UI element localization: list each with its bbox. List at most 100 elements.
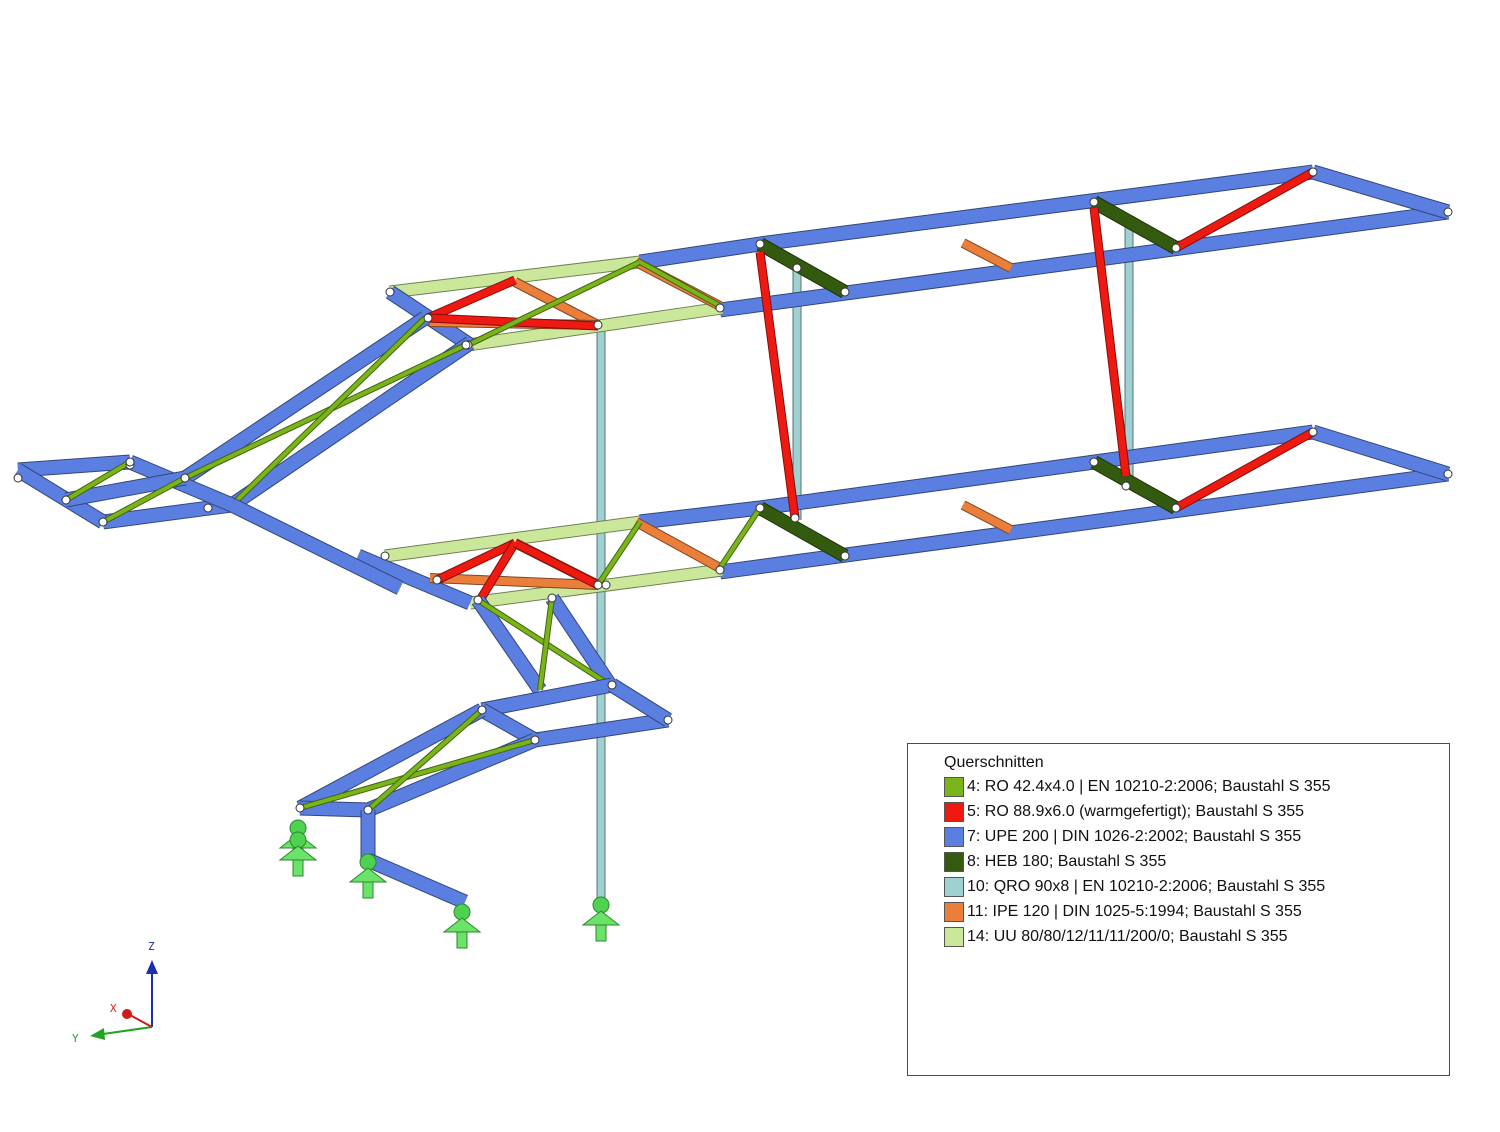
legend-swatch <box>944 876 964 897</box>
node <box>477 705 487 715</box>
member-upe <box>719 467 1449 579</box>
legend-item: 11: IPE 120 | DIN 1025-5:1994; Baustahl … <box>944 899 1331 924</box>
legend-item: 5: RO 88.9x6.0 (warmgefertigt); Baustahl… <box>944 799 1331 824</box>
member-upe <box>365 734 538 816</box>
member-ro88 <box>1174 168 1315 252</box>
member-ro42 <box>639 260 721 308</box>
node <box>1308 427 1318 437</box>
node <box>1089 457 1099 467</box>
member-heb <box>757 502 848 562</box>
legend-title: Querschnitten <box>944 754 1044 771</box>
legend-item: 4: RO 42.4x4.0 | EN 10210-2:2006; Bausta… <box>944 774 1331 799</box>
member-ipe <box>961 501 1013 534</box>
node <box>663 715 673 725</box>
member-ro88 <box>513 539 600 589</box>
member-ro42 <box>366 708 484 812</box>
node <box>792 263 802 273</box>
y-axis-line <box>102 1026 153 1035</box>
legend-swatch <box>944 801 964 822</box>
node <box>180 473 190 483</box>
member-heb <box>1091 456 1179 514</box>
legend-swatch <box>944 901 964 922</box>
hinged-support <box>278 831 318 877</box>
z-axis-arrow <box>146 960 158 974</box>
x-axis-line <box>129 1014 153 1028</box>
node <box>385 287 395 297</box>
member-upe <box>229 499 403 594</box>
member-upe <box>759 425 1314 515</box>
member-upe <box>759 165 1314 251</box>
member-ro88 <box>435 539 517 584</box>
y-axis-label: Y <box>72 1032 79 1045</box>
member-ipe <box>429 574 599 589</box>
member-upe <box>64 471 187 507</box>
node <box>461 340 471 350</box>
member-heb <box>757 238 848 298</box>
support-group <box>278 819 621 949</box>
node <box>13 473 23 483</box>
member-upe <box>478 704 539 746</box>
node <box>601 580 611 590</box>
member-upe <box>639 501 761 529</box>
node <box>363 805 373 815</box>
member-upe <box>472 596 546 694</box>
member-upe <box>719 205 1449 317</box>
node <box>1171 503 1181 513</box>
member-ro42 <box>102 476 186 524</box>
node <box>755 503 765 513</box>
node <box>840 287 850 297</box>
member-upe <box>546 594 616 689</box>
cross-section-legend: Querschnitten 4: RO 42.4x4.0 | EN 10210-… <box>907 743 1450 1076</box>
member-upe <box>639 237 761 269</box>
member-upe <box>1311 165 1450 219</box>
member-upe <box>181 312 429 484</box>
member-ro42 <box>299 738 536 810</box>
x-axis-label: X <box>110 1002 117 1015</box>
node <box>203 503 213 513</box>
legend-item-label: 4: RO 42.4x4.0 | EN 10210-2:2006; Bausta… <box>967 777 1331 795</box>
node <box>530 735 540 745</box>
member-upe <box>299 801 369 817</box>
member-upe <box>17 455 131 477</box>
member-ipe <box>634 518 722 572</box>
legend-item: 10: QRO 90x8 | EN 10210-2:2006; Baustahl… <box>944 874 1331 899</box>
node <box>61 495 71 505</box>
node <box>423 313 433 323</box>
hinged-support <box>442 903 482 949</box>
node <box>593 580 603 590</box>
node <box>790 513 800 523</box>
legend-swatch <box>944 926 964 947</box>
member-upe <box>14 464 107 528</box>
member-upe <box>1311 425 1450 481</box>
node-group <box>13 167 1453 815</box>
member-ro42 <box>538 597 554 691</box>
legend-swatch <box>944 851 964 872</box>
member-heb <box>1091 196 1179 254</box>
z-axis-label: Z <box>148 940 155 953</box>
node <box>125 457 135 467</box>
node <box>1443 469 1453 479</box>
member-upe <box>534 713 669 747</box>
member-upe <box>296 704 486 814</box>
member-ipe <box>961 239 1013 272</box>
legend-item: 7: UPE 200 | DIN 1026-2:2002; Baustahl S… <box>944 824 1331 849</box>
member-ro42 <box>467 260 641 347</box>
node <box>1089 197 1099 207</box>
x-axis-arrow <box>122 1009 132 1019</box>
member-ro88 <box>1174 428 1315 512</box>
member-upe <box>355 550 473 609</box>
legend-item-label: 10: QRO 90x8 | EN 10210-2:2006; Baustahl… <box>967 877 1326 895</box>
node <box>1171 243 1181 253</box>
node <box>98 517 108 527</box>
member-ro42 <box>718 506 762 570</box>
node <box>473 595 483 605</box>
node <box>432 575 442 585</box>
node <box>755 239 765 249</box>
member-ro88 <box>426 276 517 322</box>
legend-item-label: 5: RO 88.9x6.0 (warmgefertigt); Baustahl… <box>967 802 1305 820</box>
legend-item-label: 14: UU 80/80/12/11/11/200/0; Baustahl S … <box>967 927 1288 945</box>
coordinate-axis-triad: Z Y X <box>72 940 158 1045</box>
member-ro42 <box>596 520 642 587</box>
legend-list: 4: RO 42.4x4.0 | EN 10210-2:2006; Bausta… <box>944 774 1331 949</box>
